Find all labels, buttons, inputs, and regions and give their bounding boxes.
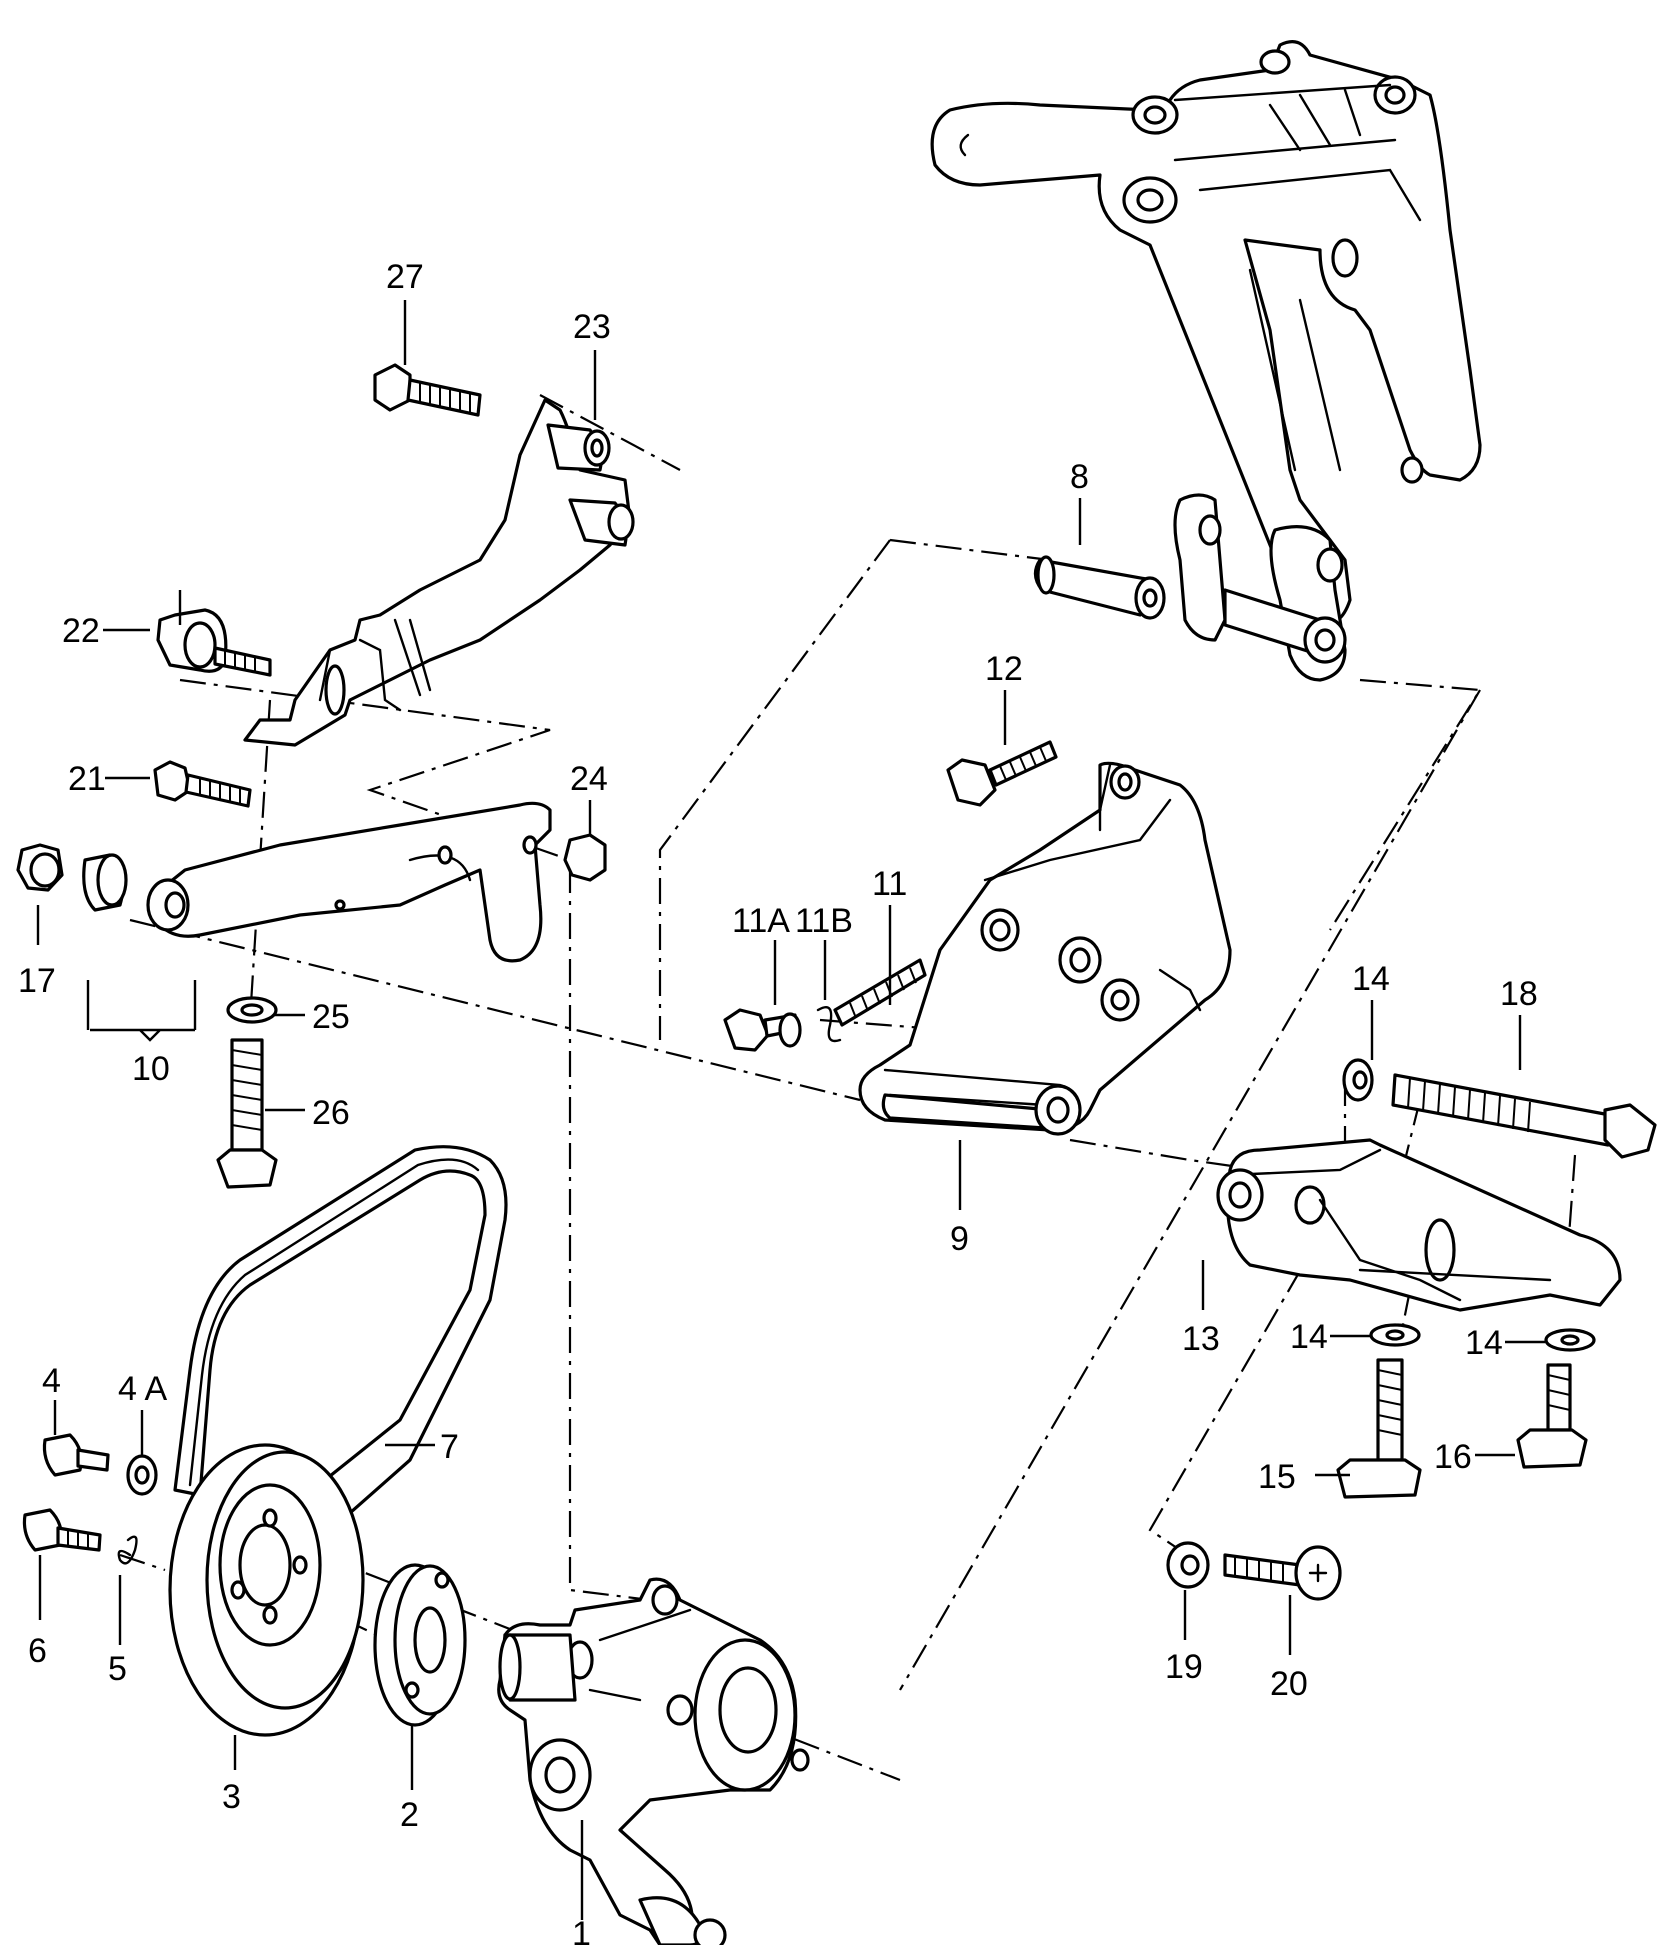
callout-22: 22	[62, 612, 100, 650]
flange-2	[373, 1563, 467, 1727]
washer-4A	[126, 1454, 158, 1496]
callout-16: 16	[1434, 1438, 1472, 1476]
washer-25	[226, 996, 278, 1024]
callout-11B: 11B	[795, 902, 853, 940]
upper-bracket-23	[243, 398, 635, 747]
nut-17	[16, 843, 64, 892]
washer-14-lower-right	[1544, 1328, 1596, 1352]
callout-5: 5	[108, 1650, 127, 1688]
bolt-16	[1516, 1363, 1588, 1469]
callout-12: 12	[985, 650, 1023, 688]
callout-4A: 4 A	[118, 1370, 167, 1408]
callout-14-right: 14	[1465, 1324, 1503, 1362]
callout-20: 20	[1270, 1665, 1308, 1703]
callout-27: 27	[386, 258, 424, 296]
washer-14-upper	[1342, 1058, 1374, 1102]
callout-14-top: 14	[1352, 960, 1390, 998]
callout-3: 3	[222, 1778, 241, 1816]
callout-7: 7	[440, 1428, 459, 1466]
bolt-11A	[723, 1008, 802, 1052]
bolt-15	[1336, 1358, 1422, 1499]
callout-17: 17	[18, 962, 56, 1000]
sleeve-10	[82, 853, 128, 912]
callout-21: 21	[68, 760, 106, 798]
callout-labels: 27 23 22 21 24 17 10 25 26 8 12 11 11B 1…	[18, 258, 1538, 1945]
callout-13: 13	[1182, 1320, 1220, 1358]
callout-26: 26	[312, 1094, 350, 1132]
callout-24: 24	[570, 760, 608, 798]
callout-23: 23	[573, 308, 611, 346]
pump-bracket-9	[858, 761, 1232, 1136]
callout-11A: 11A	[732, 902, 790, 940]
callout-25: 25	[312, 998, 350, 1036]
bolt-4	[42, 1433, 110, 1477]
power-steering-pump-1	[497, 1577, 810, 1945]
bolt-26	[216, 1038, 278, 1189]
callout-4: 4	[42, 1362, 61, 1400]
screw-20	[1223, 1545, 1342, 1601]
clip-5	[117, 1535, 138, 1565]
tensioner-bracket-13	[1216, 1138, 1622, 1312]
ribbed-belt-7	[173, 1145, 508, 1537]
callout-8: 8	[1070, 458, 1089, 496]
callout-2: 2	[400, 1796, 419, 1834]
bolt-6	[22, 1508, 102, 1552]
callout-18: 18	[1500, 975, 1538, 1013]
bolt-18	[1391, 1073, 1657, 1159]
link-arm-10	[146, 801, 552, 963]
bolt-21	[153, 760, 252, 808]
bolt-22	[156, 608, 272, 677]
callout-19: 19	[1165, 1648, 1203, 1686]
spacer-sleeve-8	[1033, 555, 1166, 620]
nut-24	[563, 833, 607, 882]
callout-10: 10	[132, 1050, 170, 1088]
stud-11	[833, 958, 927, 1027]
bolt-12	[946, 740, 1058, 807]
pulley-3	[168, 1443, 365, 1737]
callout-9: 9	[950, 1220, 969, 1258]
callout-15: 15	[1258, 1458, 1296, 1496]
callout-11: 11	[872, 865, 907, 903]
engine-mounting-bracket	[930, 40, 1482, 682]
callout-14-left: 14	[1290, 1318, 1328, 1356]
bolt-27	[373, 363, 482, 417]
spring-washer-11B	[816, 1005, 842, 1043]
washer-19	[1166, 1541, 1210, 1589]
callout-6: 6	[28, 1632, 47, 1670]
leader-lines	[36, 300, 1545, 1920]
washer-14-lower-left	[1369, 1323, 1421, 1347]
callout-1: 1	[572, 1915, 591, 1945]
